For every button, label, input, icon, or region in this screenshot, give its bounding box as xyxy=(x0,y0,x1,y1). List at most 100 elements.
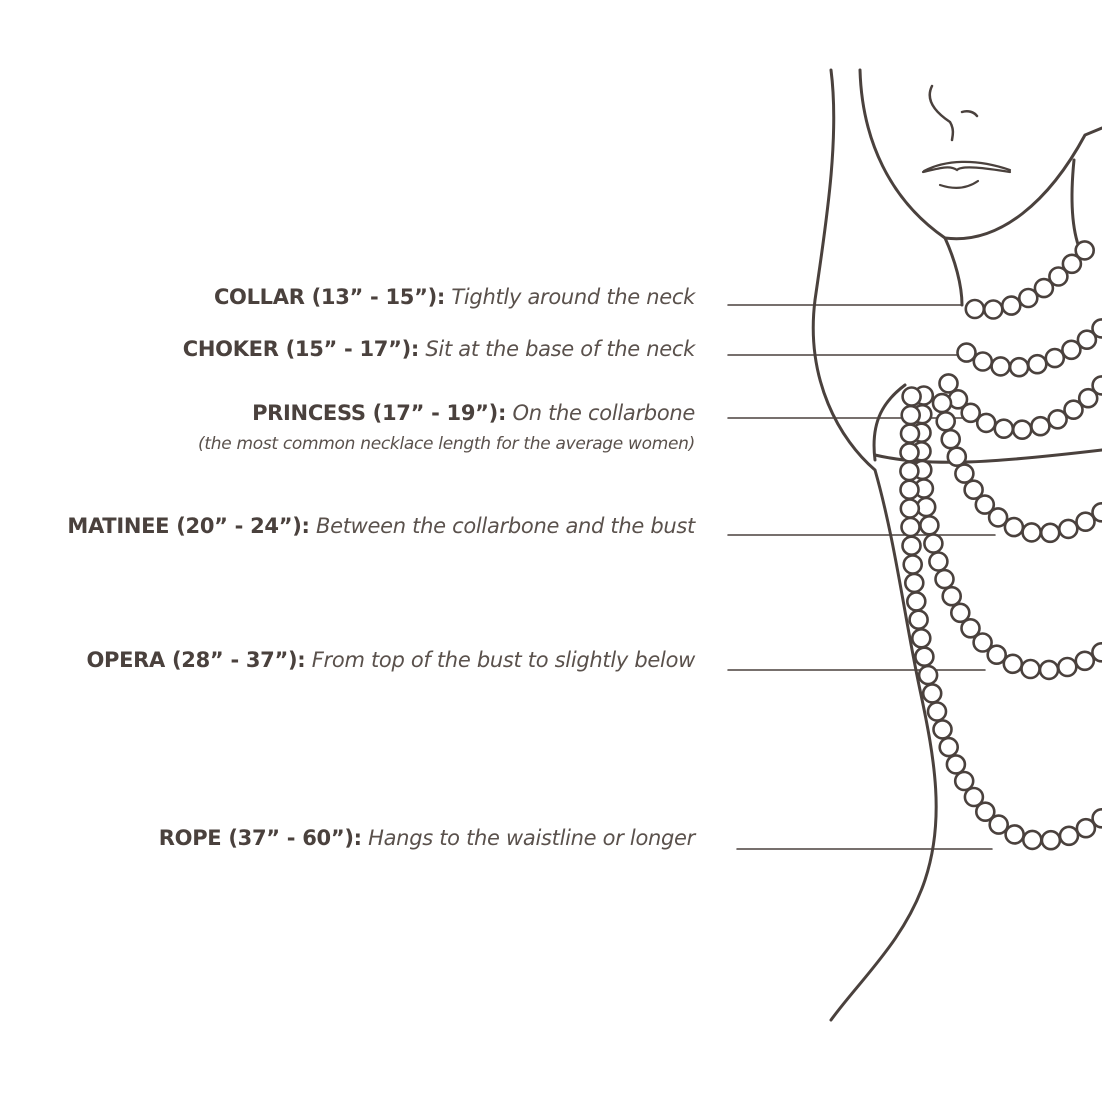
pearl xyxy=(921,683,943,704)
length-choker: CHOKER (15” - 17”): Sit at the base of t… xyxy=(182,337,696,361)
length-label: COLLAR (13” - 15”): xyxy=(213,285,445,309)
pearl xyxy=(919,514,940,536)
pearl xyxy=(1091,642,1102,663)
pearl xyxy=(1030,415,1051,437)
length-label: ROPE (37” - 60”): xyxy=(158,826,362,850)
armpit-line xyxy=(872,383,907,462)
pearl xyxy=(1003,516,1025,538)
pearl xyxy=(899,423,921,444)
length-label: PRINCESS (17” - 19”): xyxy=(252,401,507,425)
pearl xyxy=(1063,399,1084,421)
pearl xyxy=(949,602,971,624)
figure-outline xyxy=(811,68,1102,1022)
pearl xyxy=(899,460,920,482)
pearl xyxy=(1058,825,1080,847)
pearl xyxy=(1057,656,1078,678)
princess-note: (the most common necklace length for the… xyxy=(198,434,695,454)
length-label: OPERA (28” - 37”): xyxy=(86,648,306,672)
pearl xyxy=(975,412,997,434)
length-collar: COLLAR (13” - 15”): Tightly around the n… xyxy=(214,285,695,309)
pearl xyxy=(1020,658,1041,680)
pearl xyxy=(1002,653,1024,675)
neck-left xyxy=(943,236,964,307)
pearl xyxy=(1061,253,1083,275)
pearl xyxy=(934,568,955,590)
pearl xyxy=(900,404,922,426)
pearl xyxy=(899,442,920,463)
pearl xyxy=(901,535,922,557)
pearl xyxy=(988,814,1010,835)
pearl xyxy=(899,498,921,519)
pearl xyxy=(938,373,959,394)
neck-right xyxy=(1070,158,1082,252)
pearl xyxy=(1061,339,1082,361)
pearl xyxy=(905,591,927,612)
strand-choker xyxy=(956,318,1102,378)
pearl xyxy=(928,551,949,572)
pearl xyxy=(1039,522,1061,544)
jaw-line xyxy=(943,126,1102,241)
pearl xyxy=(917,664,939,686)
face-contour xyxy=(858,68,947,240)
length-rope: ROPE (37” - 60”): Hangs to the waistline… xyxy=(158,826,696,850)
pearl xyxy=(945,754,967,775)
pearl xyxy=(953,770,975,792)
pearl xyxy=(1077,387,1099,409)
pearl xyxy=(972,632,993,653)
pearl xyxy=(938,736,960,758)
pearl xyxy=(1047,408,1068,430)
pearl xyxy=(900,516,921,538)
pearl xyxy=(1000,295,1022,316)
length-description: On the collarbone xyxy=(512,401,695,425)
pearl xyxy=(914,646,935,668)
pearl xyxy=(982,299,1004,320)
length-description: Hangs to the waistline or longer xyxy=(368,826,695,850)
pearl xyxy=(901,386,922,407)
pearl xyxy=(1075,817,1097,839)
leader-lines xyxy=(727,304,996,850)
pearl xyxy=(941,585,963,607)
pearl xyxy=(1044,347,1066,369)
pearl xyxy=(993,418,1015,440)
strand-rope xyxy=(899,386,1102,851)
pearl xyxy=(1058,518,1079,540)
pearl xyxy=(923,533,944,554)
pearl xyxy=(1048,266,1069,287)
strand-princess xyxy=(938,373,1102,441)
pearl xyxy=(1038,659,1060,681)
pearl xyxy=(987,507,1009,528)
length-label: CHOKER (15” - 17”): xyxy=(182,337,420,361)
pearl xyxy=(960,402,982,424)
length-matinee: MATINEE (20” - 24”): Between the collarb… xyxy=(67,514,695,538)
pearl xyxy=(931,392,953,414)
body-left-contour xyxy=(811,68,938,1022)
pearl xyxy=(1008,356,1030,378)
length-opera: OPERA (28” - 37”): From top of the bust … xyxy=(86,648,695,672)
pearl xyxy=(972,351,994,372)
pearl xyxy=(1075,511,1096,533)
pearl xyxy=(1076,329,1098,351)
pearl xyxy=(935,410,957,432)
length-description: Between the collarbone and the bust xyxy=(316,514,695,538)
pearl xyxy=(964,298,986,320)
strand-collar xyxy=(964,240,1095,320)
pearl xyxy=(1022,829,1043,851)
length-description: Sit at the base of the neck xyxy=(425,337,695,361)
length-description: Tightly around the neck xyxy=(451,285,695,309)
pearl xyxy=(954,463,975,484)
pearl xyxy=(1011,419,1033,441)
pearl xyxy=(903,572,925,594)
pearl xyxy=(940,428,962,450)
pearl xyxy=(1027,353,1048,375)
pearl xyxy=(956,342,977,363)
pearl xyxy=(899,479,920,501)
pearl xyxy=(963,786,985,808)
pearl-strands xyxy=(899,240,1102,851)
pearl xyxy=(990,356,1011,377)
length-label: MATINEE (20” - 24”): xyxy=(67,514,310,538)
pearl xyxy=(910,627,932,649)
pearl xyxy=(902,554,924,575)
pearl xyxy=(932,719,953,740)
nose xyxy=(928,84,979,142)
